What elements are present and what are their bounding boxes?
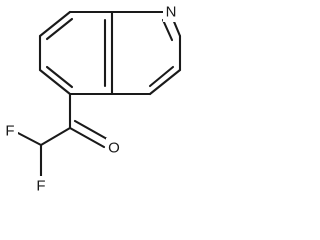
bond-carbonyl-oxygen-second [73, 119, 109, 141]
bond-c8-c7 [38, 10, 72, 38]
bond-double-c6-c5-inner [45, 65, 74, 89]
bond-c-f-upper [16, 131, 43, 147]
atom-label-fluorine-upper: F [5, 123, 14, 140]
atom-label-oxygen: O [108, 140, 120, 157]
bond-c3-c4 [148, 68, 182, 96]
atom-oxygen: O [106, 138, 122, 158]
atom-label-fluorine-lower: F [36, 178, 45, 195]
bond-c6-c5 [38, 68, 72, 96]
bond-double-c8-c7-inner [45, 17, 74, 41]
atom-fluorine-upper: F [2, 121, 18, 141]
atom-label-nitrogen: N [166, 4, 177, 21]
atom-fluorine-lower: F [33, 176, 49, 196]
structural-formula-diagram: N O F F [2, 2, 182, 196]
atom-nitrogen: N [163, 2, 179, 22]
bond-carbonyl-chf2 [39, 126, 72, 147]
bond-double-c3-c4-inner [148, 65, 175, 88]
bond-double-n1-c2-inner [161, 18, 174, 42]
bond-carbonyl-oxygen [68, 126, 106, 149]
